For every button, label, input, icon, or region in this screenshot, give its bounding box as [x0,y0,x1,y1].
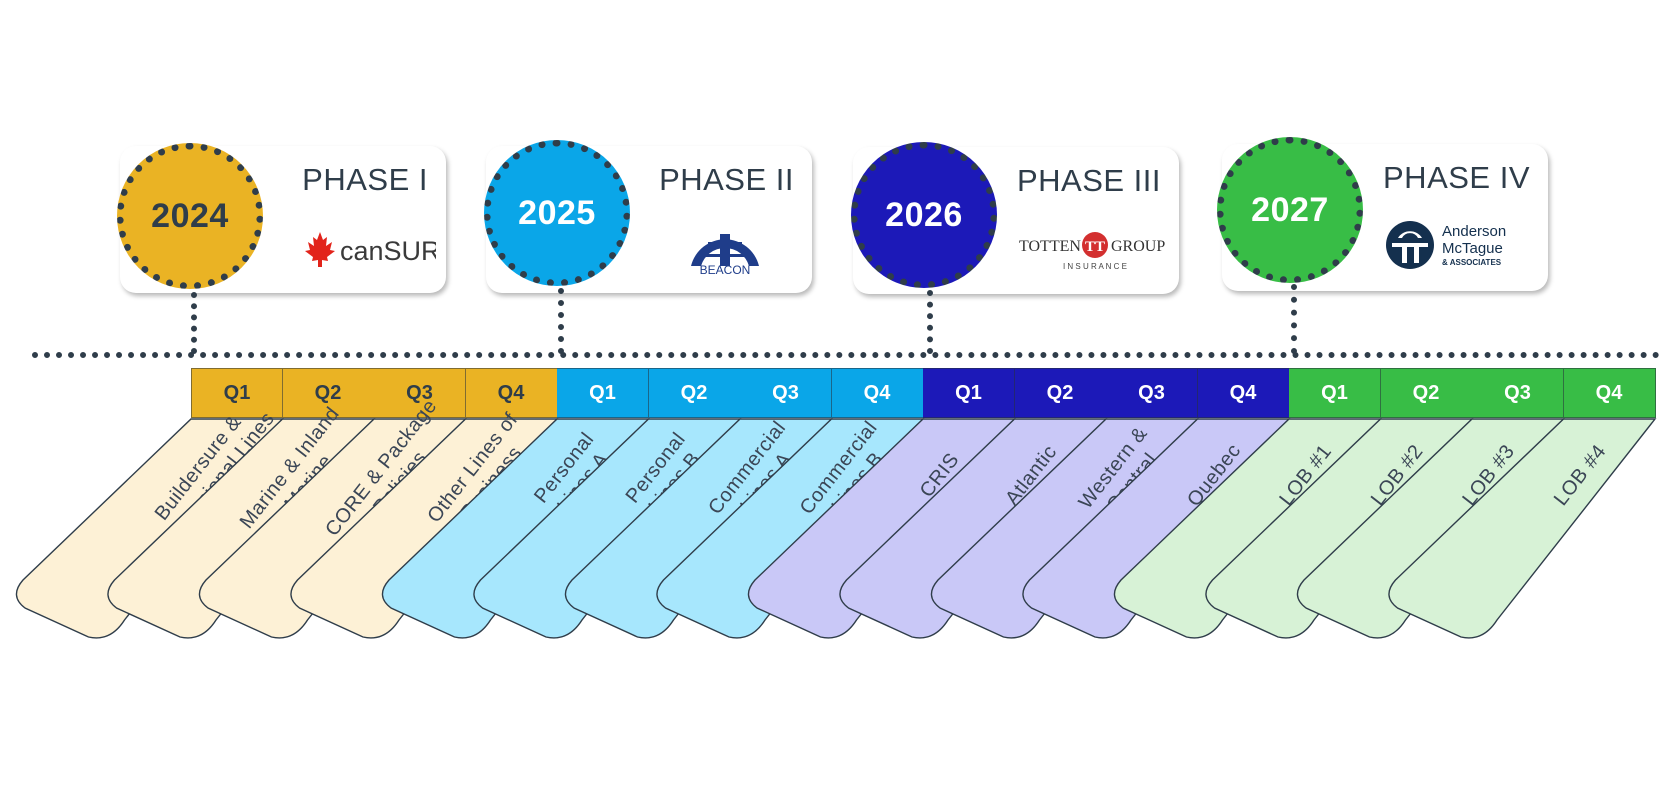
quarter-cell-2025-q2: Q2 [648,368,741,418]
svg-text:canSURE: canSURE [340,236,436,266]
year-badge-2025: 2025 [484,140,630,286]
year-badge-2027: 2027 [1217,137,1363,283]
year-badge-2026: 2026 [851,142,997,288]
svg-text:BEACON: BEACON [700,263,751,277]
svg-text:TT: TT [1085,239,1105,255]
phase-title: PHASE II [659,162,794,197]
anderson-mctague-logo: Anderson McTague & ASSOCIATES [1384,216,1538,273]
totten-group-logo: TOTTEN TT GROUP I N S U R A N C E [1015,221,1169,278]
beacon-logo: BEACON [648,220,802,277]
phase-card-4: PHASE IV Anderson McTague & ASSOCIATES [1222,144,1548,291]
lob-tab-13: LOB #1 [1113,418,1382,639]
svg-text:Anderson: Anderson [1442,223,1506,240]
quarter-cell-2026-q2: Q2 [1014,368,1107,418]
quarter-cell-2027-q1: Q1 [1289,368,1381,418]
quarter-cell-2024-q2: Q2 [282,368,375,418]
phase-title: PHASE IV [1383,160,1530,195]
phase-connector-1 [191,292,197,354]
quarter-cell-2025-q3: Q3 [740,368,832,418]
svg-text:GROUP: GROUP [1111,238,1165,255]
timeline-axis [32,352,1660,358]
phase-title: PHASE III [1016,163,1161,198]
quarter-cell-2025-q1: Q1 [557,368,649,418]
phase-connector-3 [927,290,933,354]
phase-card-1: PHASE I canSURE [120,146,446,293]
phase-connector-2 [558,288,564,354]
phase-connector-4 [1291,284,1297,354]
maple-leaf-icon [305,232,335,267]
quarter-cell-2026-q3: Q3 [1106,368,1198,418]
year-badge-2024: 2024 [117,143,263,289]
svg-text:TOTTEN: TOTTEN [1019,238,1081,255]
phase-card-3: PHASE III TOTTEN TT GROUP I N S U R A N … [853,147,1179,294]
quarter-cell-2024-q4: Q4 [465,368,558,418]
cansure-logo: canSURE [282,220,436,277]
quarter-cell-2026-q1: Q1 [923,368,1015,418]
svg-text:McTague: McTague [1442,240,1503,257]
phase-title: PHASE I [302,162,428,197]
phase-card-2: PHASE II BEACON [486,146,812,293]
lob-tab-5: PersonalLines A [381,418,650,639]
quarter-cell-2024-q1: Q1 [191,368,283,418]
quarter-cell-2027-q3: Q3 [1472,368,1564,418]
svg-text:I N S U R A N C E: I N S U R A N C E [1063,262,1127,271]
quarter-cell-2025-q4: Q4 [831,368,924,418]
svg-text:& ASSOCIATES: & ASSOCIATES [1442,258,1502,267]
quarter-cell-2027-q4: Q4 [1563,368,1656,418]
quarter-cell-2024-q3: Q3 [374,368,466,418]
